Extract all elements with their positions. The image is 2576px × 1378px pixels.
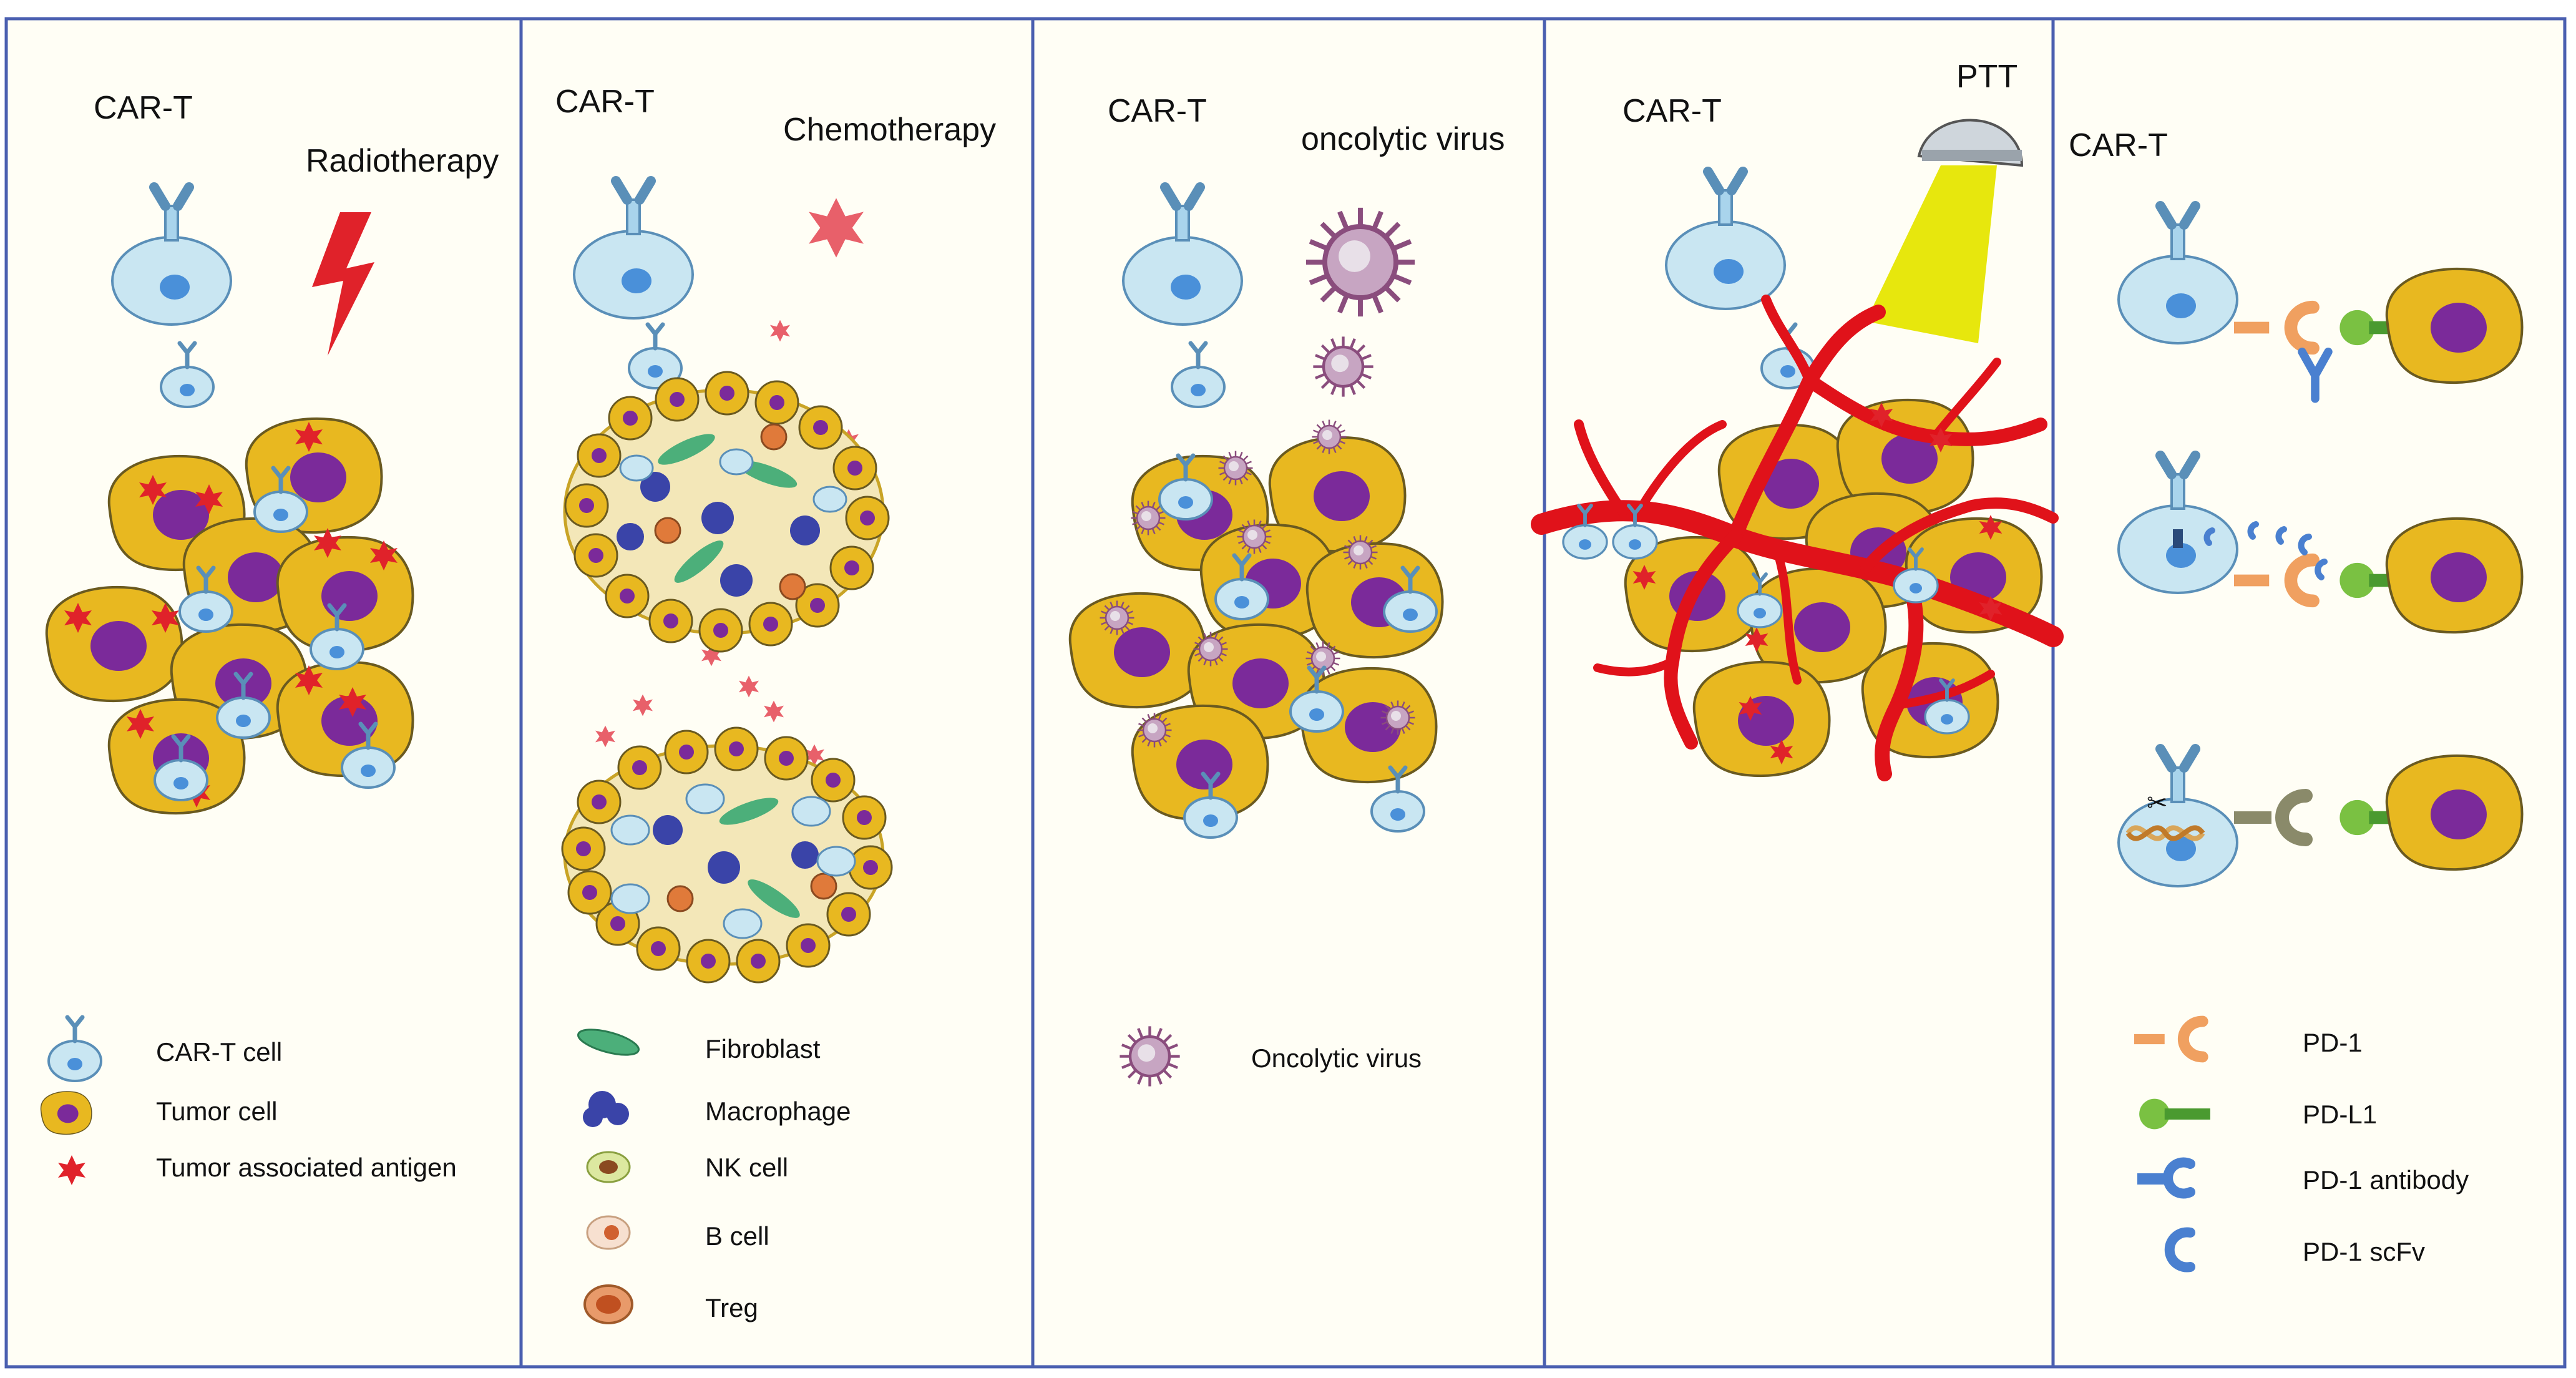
legend-panel2: Fibroblast Macrophage NK cell B cell Tre… bbox=[577, 1029, 851, 1324]
chemotherapy-label: Chemotherapy bbox=[783, 112, 996, 148]
oncolytic-virus-label: oncolytic virus bbox=[1301, 121, 1505, 157]
legend-panel1: CAR-T cell Tumor cell Tumor associated a… bbox=[40, 1017, 457, 1185]
oncolytic-virus-icon bbox=[1236, 519, 1272, 555]
lamp-icon bbox=[1917, 119, 2024, 167]
legend-macrophage: Macrophage bbox=[705, 1097, 851, 1126]
oncolytic-virus-icon bbox=[1313, 336, 1373, 396]
legend-panel3: Oncolytic virus bbox=[1120, 1026, 1422, 1086]
panel-pd1-blockade: CAR-T ✂ bbox=[2069, 127, 2524, 1273]
panel-radiotherapy: CAR-T Radiotherapy bbox=[40, 90, 499, 1185]
tumor-cell-icon bbox=[2385, 517, 2524, 634]
light-beam-icon bbox=[1866, 165, 1997, 343]
fibroblast-icon bbox=[577, 1029, 640, 1056]
tumor-cell-icon bbox=[2385, 267, 2524, 384]
legend-treg: Treg bbox=[705, 1293, 758, 1322]
tumor-cell-icon bbox=[2385, 754, 2524, 871]
oncolytic-virus-icon bbox=[1099, 600, 1135, 636]
legend-tumor-antigen: Tumor associated antigen bbox=[156, 1153, 457, 1182]
pd1-scfv-icon bbox=[2164, 1227, 2195, 1273]
scfv-construct bbox=[2173, 529, 2183, 548]
row-pd1-scfv bbox=[2119, 456, 2524, 634]
nk-cell-icon bbox=[586, 1151, 631, 1183]
tumor-cell-icon bbox=[40, 1091, 92, 1135]
radiotherapy-label: Radiotherapy bbox=[306, 143, 499, 179]
tumor-cell-icon bbox=[1068, 592, 1207, 709]
oncolytic-virus-icon bbox=[1342, 534, 1378, 570]
panel-oncolytic-virus: CAR-T oncolytic virus bbox=[1068, 93, 1505, 1087]
oncolytic-virus-icon bbox=[1217, 450, 1254, 486]
macrophage-icon bbox=[583, 1091, 629, 1127]
scissors-icon: ✂ bbox=[2147, 789, 2168, 817]
panel1-car-t-label: CAR-T bbox=[94, 90, 193, 126]
oncolytic-virus-icon bbox=[1311, 419, 1347, 455]
oncolytic-virus-icon bbox=[1306, 208, 1415, 316]
oncolytic-virus-icon bbox=[1193, 631, 1229, 667]
legend-panel5: PD-1 PD-L1 PD-1 antibody PD-1 scFv bbox=[2134, 1022, 2469, 1273]
row-pd1-knockout: ✂ bbox=[2119, 749, 2524, 886]
panel4-car-t-label: CAR-T bbox=[1622, 93, 1722, 129]
legend-tumor-cell: Tumor cell bbox=[156, 1097, 277, 1126]
panel-ptt: CAR-T PTT bbox=[1531, 59, 2064, 781]
treg-icon bbox=[583, 1284, 633, 1324]
legend-car-t-cell: CAR-T cell bbox=[156, 1037, 282, 1067]
b-cell-icon bbox=[586, 1215, 631, 1250]
oncolytic-virus-icon bbox=[1120, 1026, 1179, 1086]
pd1-scfv-icon bbox=[2203, 521, 2328, 580]
legend-nk-cell: NK cell bbox=[705, 1153, 788, 1182]
legend-pd1-scfv: PD-1 scFv bbox=[2303, 1237, 2425, 1266]
legend-oncolytic-virus: Oncolytic virus bbox=[1251, 1043, 1422, 1073]
panel-chemotherapy: CAR-T Chemotherapy bbox=[555, 84, 996, 1324]
panel3-car-t-label: CAR-T bbox=[1108, 93, 1207, 129]
legend-pd1: PD-1 bbox=[2303, 1028, 2363, 1057]
tumor-cell-icon bbox=[1692, 660, 1831, 778]
tumor-cell-icon bbox=[45, 585, 183, 703]
tumor-microenvironment-lower bbox=[561, 726, 893, 984]
pd1-antibody-icon bbox=[2137, 1157, 2195, 1199]
legend-b-cell: B cell bbox=[705, 1221, 769, 1251]
legend-fibroblast: Fibroblast bbox=[705, 1034, 821, 1063]
legend-pd1-antibody: PD-1 antibody bbox=[2303, 1165, 2469, 1195]
ptt-label: PTT bbox=[1956, 59, 2017, 95]
legend-pdl1: PD-L1 bbox=[2303, 1100, 2377, 1129]
pd1-icon bbox=[2234, 789, 2313, 846]
oncolytic-virus-icon bbox=[1136, 712, 1173, 748]
oncolytic-virus-icon bbox=[1380, 700, 1416, 736]
panel5-car-t-label: CAR-T bbox=[2069, 127, 2168, 164]
lightning-icon bbox=[312, 212, 374, 356]
blood-vessel-icon bbox=[1531, 295, 2064, 781]
panel2-car-t-label: CAR-T bbox=[555, 84, 655, 120]
dna-icon bbox=[2125, 825, 2205, 841]
tumor-microenvironment-upper bbox=[563, 371, 890, 653]
